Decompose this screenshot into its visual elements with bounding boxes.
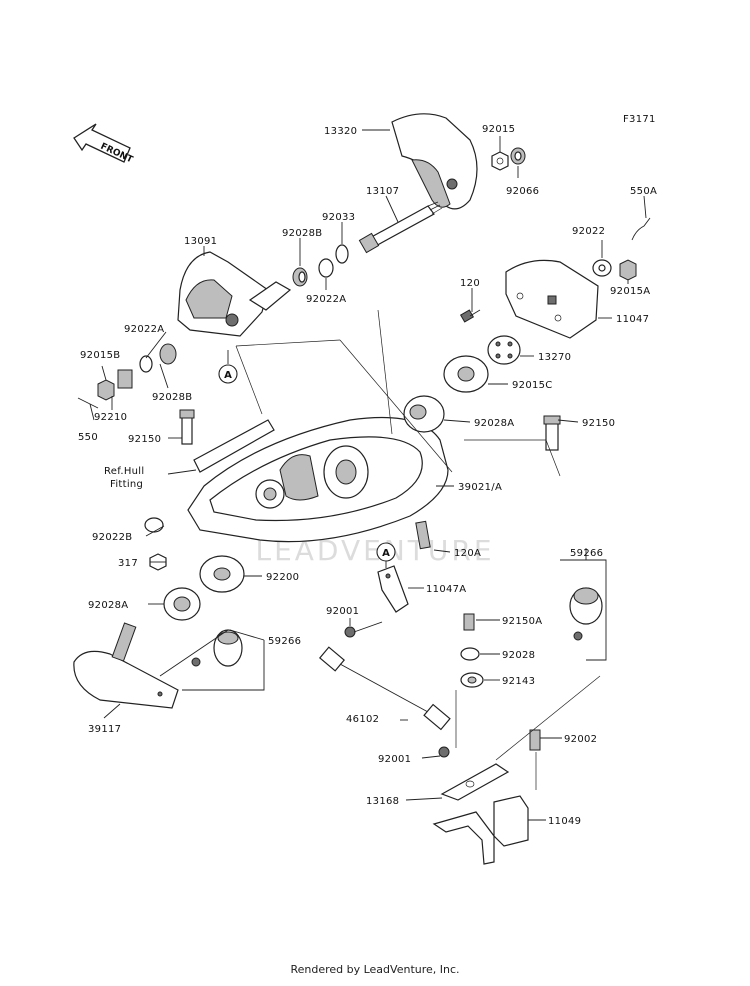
leader-lines <box>89 129 647 821</box>
cotter-pin-550 <box>77 397 99 409</box>
plate-13168 <box>440 763 510 801</box>
steering-holder <box>177 251 292 337</box>
part-label: 92015 <box>482 124 515 135</box>
bushing-92028B-top <box>292 267 308 287</box>
bracket-ref-hull <box>193 419 275 473</box>
part-label: 92150A <box>502 616 542 627</box>
steering-arm-39117 <box>73 622 179 709</box>
ball-joint-59266-right <box>569 587 603 641</box>
part-label: 92015A <box>610 286 650 297</box>
part-label: 39021/A <box>458 482 502 493</box>
figure-code: F3171 <box>623 114 656 125</box>
snap-ring-92033 <box>335 244 349 264</box>
washer-92022A-top <box>318 258 334 278</box>
bracket-plate <box>505 259 599 339</box>
pin-92001-top <box>344 621 383 638</box>
part-label: 13270 <box>538 352 571 363</box>
bushing-92028A-top <box>403 395 445 433</box>
part-label: 92015C <box>512 380 553 391</box>
bolt-92150-left <box>179 409 195 445</box>
bolt-120A <box>415 520 431 550</box>
part-label: 46102 <box>346 714 379 725</box>
pin-92001-bottom <box>438 746 450 758</box>
part-label: 59266 <box>570 548 603 559</box>
part-label: 13107 <box>366 186 399 197</box>
washer-92066 <box>510 147 526 165</box>
part-label: 92210 <box>94 412 127 423</box>
svg-text:A: A <box>224 370 232 381</box>
footer-credit: Rendered by LeadVenture, Inc. <box>290 963 460 976</box>
bushing-92210 <box>117 369 133 389</box>
part-label: 92200 <box>266 572 299 583</box>
part-label: 317 <box>118 558 138 569</box>
washer-92022B <box>144 517 164 533</box>
castle-nut-92015A <box>619 259 637 281</box>
part-label: 92033 <box>322 212 355 223</box>
part-label: 92028A <box>88 600 128 611</box>
part-label: 92002 <box>564 734 597 745</box>
bolt-92150-right <box>543 415 561 451</box>
part-label: 92022 <box>572 226 605 237</box>
svg-text:A: A <box>382 548 390 559</box>
part-label: 92022A <box>124 324 164 335</box>
part-label: 92022A <box>306 294 346 305</box>
washer-92022A-left <box>139 355 153 373</box>
part-label: 550 <box>78 432 98 443</box>
part-label: 39117 <box>88 724 121 735</box>
part-label: 92150 <box>128 434 161 445</box>
washer-92143 <box>460 672 484 688</box>
front-arrow-icon: FRONT <box>73 123 135 166</box>
ref-note-line2: Fitting <box>110 479 143 490</box>
bolt-92002 <box>529 729 541 751</box>
part-label: 13320 <box>324 126 357 137</box>
plate-13270 <box>487 335 521 365</box>
part-label: 92001 <box>326 606 359 617</box>
callout-a-top: A <box>218 350 238 384</box>
part-label: 92022B <box>92 532 132 543</box>
part-label: 11049 <box>548 816 581 827</box>
washer-92022 <box>592 259 612 277</box>
bolt-120 <box>459 309 481 323</box>
ball-joint-59266-left <box>191 629 243 667</box>
washer-92200 <box>199 555 245 593</box>
bushing-92028B-left <box>159 343 177 365</box>
part-label: 120 <box>460 278 480 289</box>
part-label: 92028 <box>502 650 535 661</box>
part-label: 92001 <box>378 754 411 765</box>
part-label: 92015B <box>80 350 120 361</box>
collar-92028 <box>460 647 480 661</box>
bracket-11047A <box>377 565 409 613</box>
bracket-11049 <box>432 795 529 865</box>
part-label: 13168 <box>366 796 399 807</box>
bushing-92015C <box>443 355 489 393</box>
part-label: 120A <box>454 548 481 559</box>
bolt-92150A <box>463 613 475 631</box>
part-label: 11047 <box>616 314 649 325</box>
steering-cable-46102 <box>318 646 451 731</box>
steering-shaft <box>358 201 443 254</box>
part-label: 11047A <box>426 584 466 595</box>
part-label: 13091 <box>184 236 217 247</box>
part-label: 92150 <box>582 418 615 429</box>
part-label: 92028B <box>152 392 192 403</box>
steering-lever <box>391 113 478 210</box>
callout-a-bottom: A <box>376 542 396 568</box>
bushing-92028A-left <box>163 587 201 621</box>
part-label: 92028A <box>474 418 514 429</box>
hull-plate <box>187 416 449 543</box>
nut-92015 <box>491 151 509 171</box>
ref-note-line1: Ref.Hull <box>104 466 144 477</box>
part-label: 59266 <box>268 636 301 647</box>
cotter-pin-550A <box>631 217 651 241</box>
part-label: 92066 <box>506 186 539 197</box>
part-label: 550A <box>630 186 657 197</box>
part-label: 92143 <box>502 676 535 687</box>
part-label: 92028B <box>282 228 322 239</box>
